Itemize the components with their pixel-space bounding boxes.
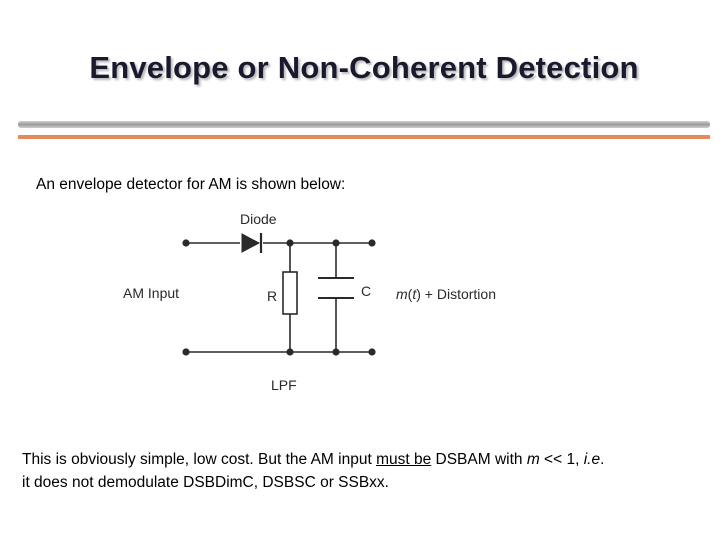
resistor-symbol xyxy=(282,271,298,315)
body-line-1: This is obviously simple, low cost. But … xyxy=(22,451,605,468)
body-line-2: it does not demodulate DSBDimC, DSBSC or… xyxy=(22,474,389,491)
capacitor-symbol xyxy=(318,277,354,299)
output-terminal-bottom xyxy=(368,348,376,356)
diagram-intro: An envelope detector for AM is shown bel… xyxy=(36,176,346,193)
capacitor-node-bottom xyxy=(332,348,340,356)
title-divider xyxy=(18,121,710,139)
am-input-label: AM Input xyxy=(123,285,179,301)
input-terminal-bottom xyxy=(182,348,190,356)
resistor-label: R xyxy=(267,288,277,304)
output-label: m(t) + Distortion xyxy=(396,286,496,302)
emphasis-must-be: must be xyxy=(376,451,432,468)
resistor-node-bottom xyxy=(286,348,294,356)
input-terminal-top xyxy=(182,239,190,247)
body-text: This is obviously simple, low cost. But … xyxy=(22,448,722,494)
capacitor-node-top xyxy=(332,239,340,247)
lpf-label: LPF xyxy=(271,377,297,393)
diode-symbol xyxy=(241,233,263,253)
diode-label: Diode xyxy=(240,211,277,227)
resistor-node-top xyxy=(286,239,294,247)
output-terminal-top xyxy=(368,239,376,247)
slide-title: Envelope or Non-Coherent Detection xyxy=(89,50,639,85)
capacitor-label: C xyxy=(361,283,371,299)
